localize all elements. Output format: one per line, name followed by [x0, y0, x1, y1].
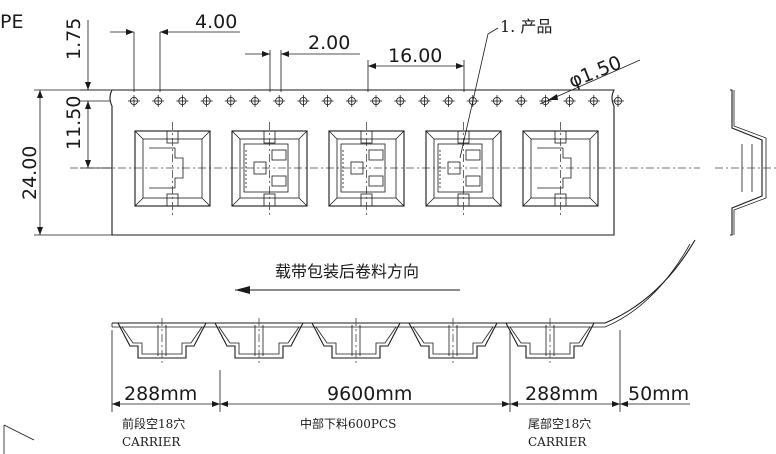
sprocket-hole-icon: [152, 95, 165, 107]
trail-length-label: 288mm: [525, 383, 598, 405]
lead-desc: 前段空18穴: [122, 416, 185, 431]
hole-center-label: 11.50: [63, 96, 85, 150]
sprocket-hole-icon: [563, 95, 576, 107]
sprocket-hole-icon: [394, 95, 407, 107]
lead-length-label: 288mm: [124, 383, 197, 405]
pocket-section-icon: [408, 318, 498, 364]
trail-desc: 尾部空18穴: [528, 416, 591, 431]
lead-sub: CARRIER: [122, 435, 181, 449]
tail-length-label: 50mm: [628, 383, 689, 405]
tape-cross-section: [111, 239, 696, 364]
corner-text: PE: [0, 11, 23, 33]
pocket-icon: [425, 122, 502, 215]
direction-text: 载带包装后卷料方向: [275, 262, 419, 281]
sprocket-hole-icon: [539, 95, 552, 107]
pocket-icon: [328, 122, 405, 215]
pocket-icon: [134, 122, 211, 215]
sprocket-hole-icon: [612, 95, 624, 107]
hole-pitch-label: 4.00: [195, 11, 237, 33]
arrow-left-icon: [235, 286, 250, 294]
dim-pocket-pitch: 16.00: [367, 45, 465, 92]
dim-slot-width: 2.00: [245, 32, 360, 92]
pocket-section-icon: [117, 318, 207, 364]
tape-top-view: [70, 89, 700, 236]
slot-width-label: 2.00: [308, 32, 350, 54]
length-dimensions: 288mm 9600mm 288mm 50mm 前段空18穴 CARRIER 中…: [3, 330, 690, 454]
pocket-pitch-label: 16.00: [388, 45, 442, 67]
pocket-icon: [231, 122, 308, 215]
pocket-section-icon: [311, 318, 401, 364]
sprocket-hole-icon: [249, 95, 261, 107]
sprocket-hole-icon: [273, 95, 286, 107]
middle-length-label: 9600mm: [327, 383, 412, 405]
sprocket-hole-icon: [321, 95, 334, 107]
dim-hole-pitch: 4.00: [110, 11, 240, 92]
sprocket-hole-icon: [128, 95, 140, 107]
sprocket-holes: [128, 95, 624, 107]
sprocket-hole-icon: [491, 95, 503, 107]
tape-width-label: 24.00: [19, 146, 41, 200]
side-profile: [715, 89, 776, 236]
hole-diameter-label: φ1.50: [566, 52, 625, 93]
sprocket-hole-icon: [418, 95, 431, 107]
sprocket-hole-icon: [515, 95, 528, 107]
hole-offset-label: 1.75: [63, 18, 85, 60]
product-leader: 1. 产品: [459, 17, 552, 159]
sprocket-hole-icon: [297, 95, 310, 107]
middle-desc: 中部下料600PCS: [300, 416, 396, 431]
trail-sub: CARRIER: [528, 435, 587, 449]
pocket-section-icon: [505, 318, 595, 364]
dim-vertical: 1.75 11.50 24.00: [19, 18, 112, 236]
sprocket-hole-icon: [442, 95, 455, 107]
sprocket-hole-icon: [345, 95, 358, 107]
direction-indicator: 载带包装后卷料方向: [235, 262, 460, 294]
hole-diameter-leader: φ1.50: [539, 52, 641, 105]
sprocket-hole-icon: [200, 95, 213, 107]
pocket-section-icon: [214, 318, 304, 364]
sprocket-hole-icon: [370, 95, 382, 107]
product-label: 1. 产品: [500, 17, 552, 36]
pocket-row: [134, 122, 599, 215]
sprocket-hole-icon: [587, 95, 600, 107]
sprocket-hole-icon: [176, 95, 189, 107]
pocket-icon: [522, 122, 599, 215]
sprocket-hole-icon: [224, 95, 237, 107]
